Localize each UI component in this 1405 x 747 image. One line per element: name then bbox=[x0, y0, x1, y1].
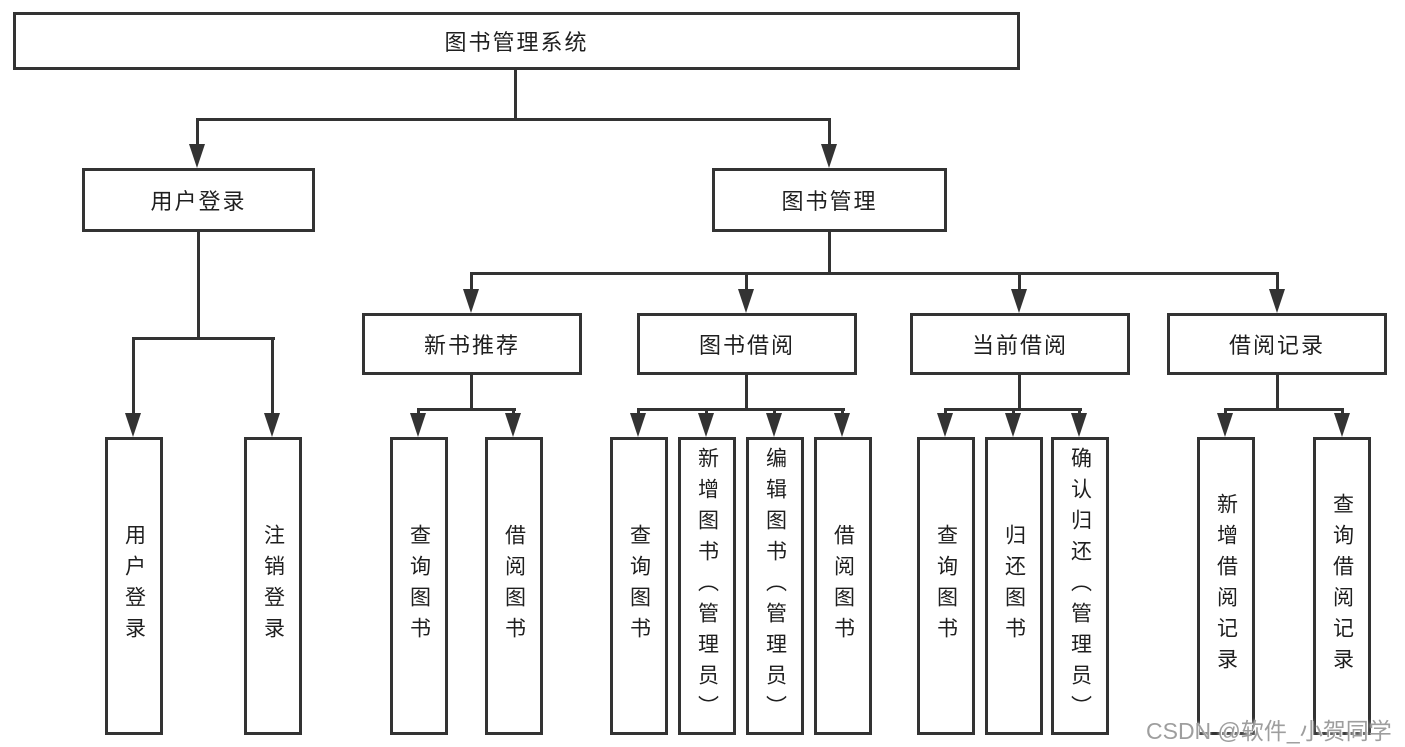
leaf-query-books-borrow-label: 查询图书 bbox=[627, 524, 651, 648]
arrowhead-icon bbox=[505, 413, 521, 437]
arrowhead-icon bbox=[1071, 413, 1087, 437]
edge-vline bbox=[828, 118, 831, 150]
leaf-logout-label: 注销登录 bbox=[261, 524, 285, 648]
node-current-borrow: 当前借阅 bbox=[910, 313, 1130, 375]
leaf-query-books-current: 查询图书 bbox=[917, 437, 975, 735]
leaf-return-books-label: 归还图书 bbox=[1002, 524, 1026, 648]
csdn-watermark: CSDN @软件_小贺同学 bbox=[1146, 718, 1392, 744]
edge-hline bbox=[471, 272, 1279, 275]
leaf-borrow-books: 借阅图书 bbox=[814, 437, 872, 735]
leaf-user-login-label: 用户登录 bbox=[122, 524, 146, 648]
arrowhead-icon bbox=[766, 413, 782, 437]
edge-vline bbox=[745, 375, 748, 408]
leaf-query-borrow-record: 查询借阅记录 bbox=[1313, 437, 1371, 735]
node-book-borrow: 图书借阅 bbox=[637, 313, 857, 375]
edge-vline bbox=[1276, 272, 1279, 290]
node-root-label: 图书管理系统 bbox=[444, 30, 589, 55]
arrowhead-icon bbox=[125, 413, 141, 437]
arrowhead-icon bbox=[1269, 289, 1285, 313]
arrowhead-icon bbox=[630, 413, 646, 437]
node-new-book-recommend: 新书推荐 bbox=[362, 313, 582, 375]
leaf-query-books-borrow: 查询图书 bbox=[610, 437, 668, 735]
arrowhead-icon bbox=[410, 413, 426, 437]
arrowhead-icon bbox=[834, 413, 850, 437]
edge-vline bbox=[470, 272, 473, 290]
arrowhead-icon bbox=[1011, 289, 1027, 313]
edge-vline bbox=[271, 337, 274, 415]
leaf-query-books-recommend-label: 查询图书 bbox=[407, 524, 431, 648]
leaf-query-books-recommend: 查询图书 bbox=[390, 437, 448, 735]
edge-vline bbox=[828, 232, 831, 272]
edge-vline bbox=[1276, 375, 1279, 408]
node-new-book-recommend-label: 新书推荐 bbox=[423, 333, 520, 358]
leaf-add-borrow-record: 新增借阅记录 bbox=[1197, 437, 1255, 735]
edge-hline bbox=[134, 337, 275, 340]
edge-vline bbox=[514, 70, 517, 118]
arrowhead-icon bbox=[463, 289, 479, 313]
arrowhead-icon bbox=[1217, 413, 1233, 437]
leaf-edit-book-admin-label: 编辑图书（管理员） bbox=[763, 446, 787, 726]
arrowhead-icon bbox=[1005, 413, 1021, 437]
node-user-login: 用户登录 bbox=[82, 168, 315, 232]
arrowhead-icon bbox=[937, 413, 953, 437]
arrowhead-icon bbox=[1334, 413, 1350, 437]
leaf-user-login: 用户登录 bbox=[105, 437, 163, 735]
node-current-borrow-label: 当前借阅 bbox=[971, 333, 1068, 358]
node-borrow-records-label: 借阅记录 bbox=[1228, 333, 1325, 358]
edge-hline bbox=[638, 408, 845, 411]
arrowhead-icon bbox=[698, 413, 714, 437]
edge-hline bbox=[1225, 408, 1344, 411]
edge-vline bbox=[470, 375, 473, 408]
leaf-add-borrow-record-label: 新增借阅记录 bbox=[1214, 493, 1238, 679]
leaf-logout: 注销登录 bbox=[244, 437, 302, 735]
leaf-return-books: 归还图书 bbox=[985, 437, 1043, 735]
edge-vline bbox=[1018, 375, 1021, 408]
edge-vline bbox=[1018, 272, 1021, 290]
edge-hline bbox=[197, 118, 831, 121]
leaf-query-borrow-record-label: 查询借阅记录 bbox=[1330, 493, 1354, 679]
leaf-query-books-current-label: 查询图书 bbox=[934, 524, 958, 648]
node-borrow-records: 借阅记录 bbox=[1167, 313, 1387, 375]
leaf-confirm-return-admin: 确认归还（管理员） bbox=[1051, 437, 1109, 735]
arrowhead-icon bbox=[189, 144, 205, 168]
edge-vline bbox=[132, 337, 135, 415]
node-book-management: 图书管理 bbox=[712, 168, 947, 232]
node-book-borrow-label: 图书借阅 bbox=[698, 333, 795, 358]
leaf-add-book-admin: 新增图书（管理员） bbox=[678, 437, 736, 735]
node-root: 图书管理系统 bbox=[13, 12, 1020, 70]
arrowhead-icon bbox=[821, 144, 837, 168]
leaf-edit-book-admin: 编辑图书（管理员） bbox=[746, 437, 804, 735]
leaf-borrow-books-recommend: 借阅图书 bbox=[485, 437, 543, 735]
arrowhead-icon bbox=[264, 413, 280, 437]
edge-vline bbox=[745, 272, 748, 290]
leaf-confirm-return-admin-label: 确认归还（管理员） bbox=[1068, 446, 1092, 726]
node-user-login-label: 用户登录 bbox=[150, 189, 247, 214]
leaf-borrow-books-label: 借阅图书 bbox=[831, 524, 855, 648]
edge-vline bbox=[197, 232, 200, 337]
edge-vline bbox=[196, 118, 199, 150]
edge-hline bbox=[418, 408, 516, 411]
leaf-add-book-admin-label: 新增图书（管理员） bbox=[695, 446, 719, 726]
leaf-borrow-books-recommend-label: 借阅图书 bbox=[502, 524, 526, 648]
node-book-management-label: 图书管理 bbox=[781, 189, 878, 214]
arrowhead-icon bbox=[738, 289, 754, 313]
